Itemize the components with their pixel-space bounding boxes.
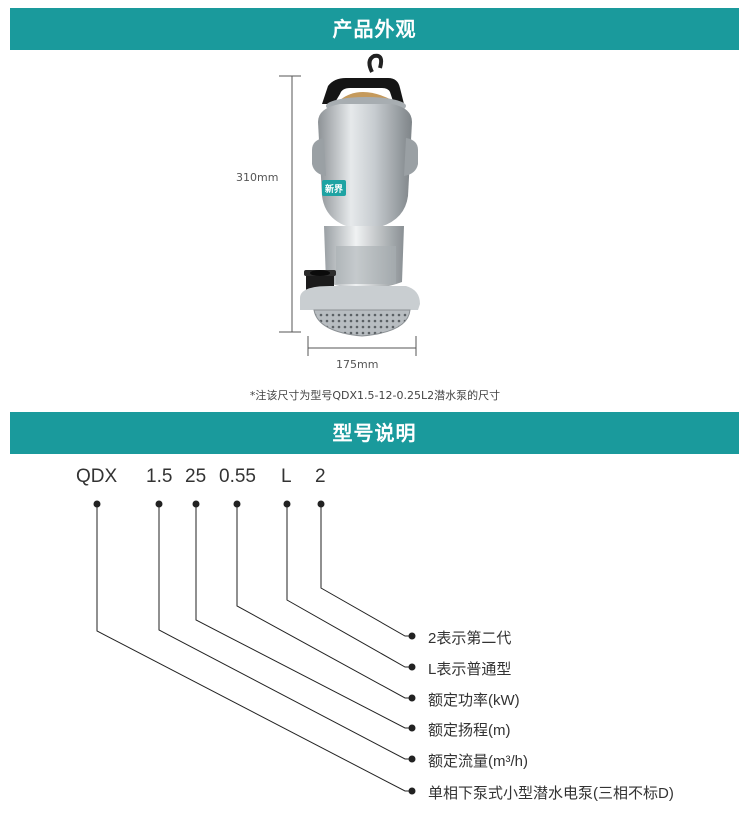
- width-dimension-label: 175mm: [336, 358, 379, 371]
- model-code-type: L: [281, 466, 292, 487]
- legend-item-flow: 额定流量(m³/h): [428, 753, 528, 770]
- model-code-head: 25: [185, 466, 207, 487]
- section-title-appearance: 产品外观: [10, 8, 739, 50]
- legend-item-series: 单相下泵式小型潜水电泵(三相不标D): [428, 785, 674, 802]
- legend-item-type: L表示普通型: [428, 661, 512, 678]
- legend-item-head: 额定扬程(m): [428, 722, 511, 739]
- brand-logo: 新界: [325, 183, 343, 195]
- model-code-power: 0.55: [219, 466, 256, 487]
- width-dimension-line: [307, 336, 417, 356]
- model-code-flow: 1.5: [146, 466, 173, 487]
- section-title-model: 型号说明: [10, 412, 739, 454]
- model-code-generation: 2: [315, 466, 326, 487]
- pump-image: 新界: [300, 53, 420, 337]
- height-dimension-label: 310mm: [236, 171, 279, 184]
- dimension-note: *注该尺寸为型号QDX1.5-12-0.25L2潜水泵的尺寸: [249, 389, 501, 402]
- legend-item-generation: 2表示第二代: [428, 630, 512, 647]
- model-code-connectors: [93, 500, 416, 795]
- model-code-series: QDX: [76, 466, 118, 487]
- height-dimension-line: [279, 75, 301, 333]
- legend-item-power: 额定功率(kW): [428, 692, 520, 709]
